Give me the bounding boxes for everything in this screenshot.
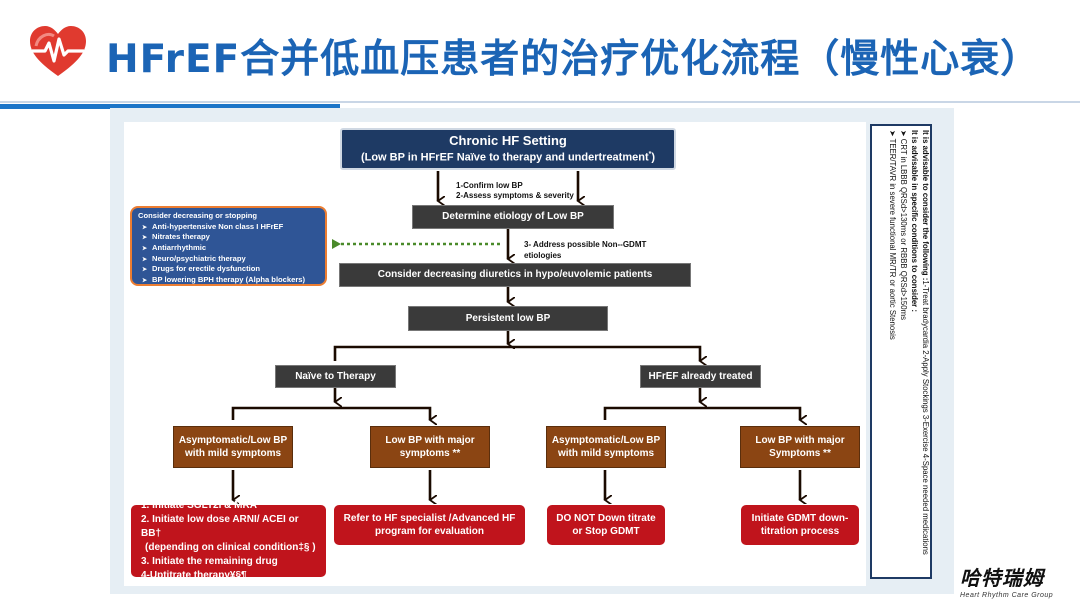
- step-label-3b: etiologies: [524, 251, 562, 260]
- branch-naive-treated: [333, 345, 700, 361]
- naive-to-therapy-box: Naïve to Therapy: [275, 365, 396, 388]
- page-title: HFrEF合并低血压患者的治疗优化流程（慢性心衰）: [106, 37, 1041, 82]
- naive-actions-box: 1. Initiate SGLT2i & MRA 2. Initiate low…: [130, 500, 327, 581]
- down-titration-box: Initiate GDMT down-titration process: [740, 504, 860, 546]
- brand-name-en: Heart Rhythm Care Group: [960, 592, 1054, 599]
- side-note-box: It is advisable to consider the followin…: [870, 124, 932, 579]
- etiology-box: Determine etiology of Low BP: [412, 205, 614, 229]
- consider-item: Drugs for erectile dysfunction: [142, 264, 319, 275]
- consider-item: Antiarrhythmic: [142, 243, 319, 254]
- hfref-already-treated-box: HFrEF already treated: [640, 365, 761, 388]
- brand-logo: 哈特瑞姆 Heart Rhythm Care Group: [960, 562, 1068, 599]
- step-label-2: 2-Assess symptoms & severity: [456, 191, 574, 200]
- setting-title: Chronic HF Setting: [449, 133, 567, 149]
- consider-heading: Consider decreasing or stopping: [138, 211, 257, 220]
- heart-pulse-icon: [30, 26, 86, 76]
- step-label-1: 1-Confirm low BP: [456, 181, 523, 190]
- brand-name-cn: 哈特瑞姆: [960, 566, 1044, 590]
- consider-item: Anti-hypertensive Non class I HFrEF: [142, 222, 319, 233]
- setting-subtitle: (Low BP in HFrEF Naïve to therapy and un…: [360, 151, 656, 164]
- branch-naive-children: [231, 406, 430, 420]
- side-note-text: It is advisable to consider the followin…: [888, 130, 930, 555]
- diuretics-box: Consider decreasing diuretics in hypo/eu…: [339, 263, 691, 287]
- chronic-hf-setting-box: Chronic HF Setting (Low BP in HFrEF Naïv…: [340, 128, 676, 170]
- persistent-low-bp-box: Persistent low BP: [408, 306, 608, 331]
- consider-stopping-box: Consider decreasing or stopping Anti-hyp…: [130, 206, 327, 286]
- title-divider: [0, 101, 1080, 103]
- consider-item: Neuro/psychiatric therapy: [142, 254, 319, 265]
- branch-treated-children: [603, 406, 800, 420]
- consider-item: Nitrates therapy: [142, 232, 319, 243]
- title-accent-bar: [0, 104, 340, 109]
- step-label-3a: 3- Address possible Non--GDMT: [524, 240, 647, 249]
- consider-item: BP lowering BPH therapy (Alpha blockers): [142, 275, 319, 286]
